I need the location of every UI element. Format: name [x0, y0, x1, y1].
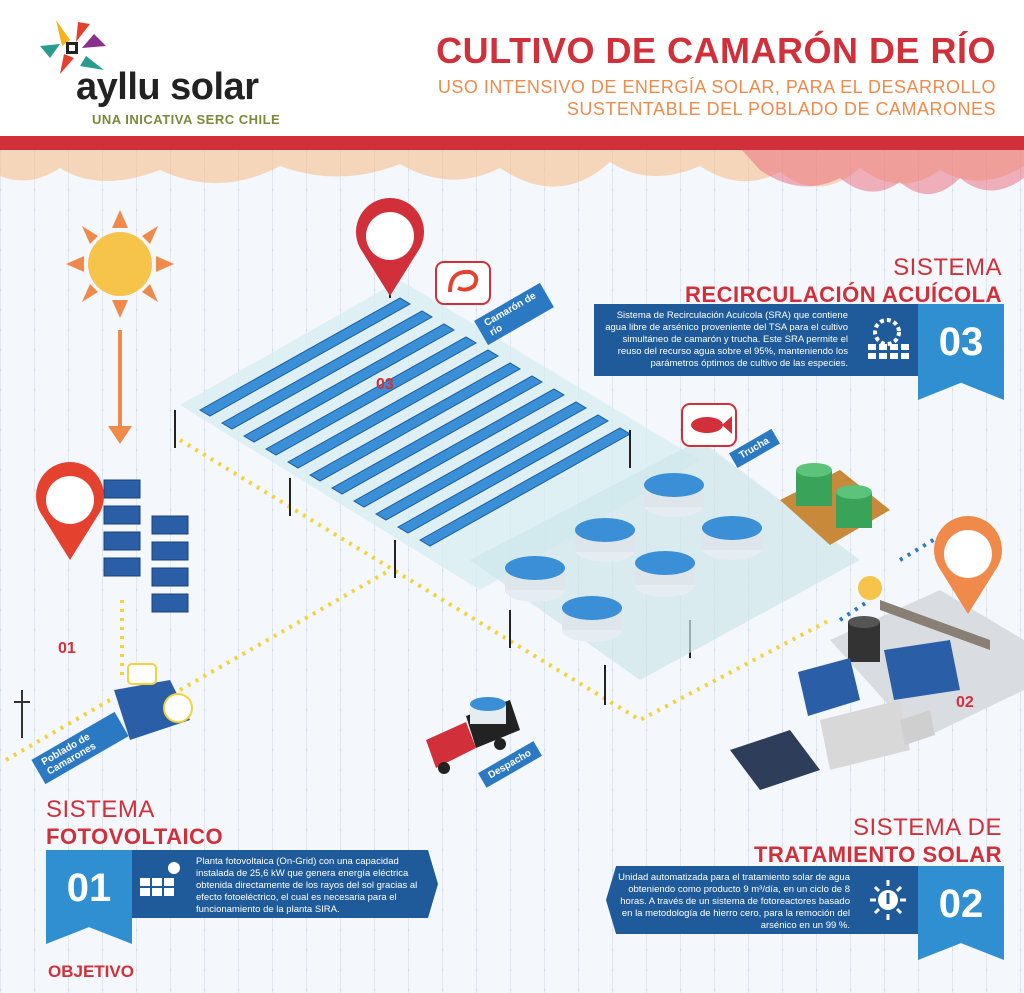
- subtitle-line-2: SUSTENTABLE DEL POBLADO DE CAMARONES: [566, 99, 996, 119]
- system-02-heading: SISTEMA DE TRATAMIENTO SOLAR: [754, 814, 1002, 868]
- energy-path: [5, 438, 831, 762]
- pin-03: [356, 198, 424, 296]
- subtitle-line-1: USO INTENSIVO DE ENERGÍA SOLAR, PARA EL …: [437, 77, 996, 97]
- warning-sun-icon: [858, 576, 882, 600]
- system-02-number: 02: [918, 866, 1004, 960]
- pin-02-label: 02: [956, 694, 974, 711]
- brand-tagline: UNA INICATIVA SERC CHILE: [92, 112, 281, 127]
- system-01-number: 01: [46, 850, 132, 944]
- sun-ray-arrowhead: [108, 426, 132, 444]
- solar-treatment-plant: [730, 576, 1024, 790]
- system-02-icon-box: [858, 866, 918, 934]
- page-title: CULTIVO DE CAMARÓN DE RÍO: [436, 30, 996, 71]
- system-02-title: TRATAMIENTO SOLAR: [753, 842, 1002, 867]
- system-02-light: SISTEMA DE: [852, 814, 1002, 841]
- fish-icon: [681, 403, 737, 447]
- power-pole-icon: [14, 690, 30, 738]
- system-03-heading: SISTEMA RECIRCULACIÓN ACUÍCOLA: [685, 254, 1002, 308]
- ayllu-logo-icon: [40, 20, 106, 74]
- brand-name: ayllu solar: [76, 66, 259, 108]
- isometric-illustration: [5, 198, 1024, 790]
- system-02-description: Unidad automatizada para el tratamiento …: [606, 866, 858, 934]
- village-house: [114, 663, 193, 740]
- trout-tanks: [470, 440, 860, 680]
- solar-panel-array: [103, 479, 189, 613]
- delivery-truck: [426, 697, 520, 774]
- sun-icon: [66, 210, 174, 318]
- page-subtitle: USO INTENSIVO DE ENERGÍA SOLAR, PARA EL …: [376, 76, 996, 120]
- system-01-title: FOTOVOLTAICO: [46, 824, 224, 849]
- system-01-description: Planta fotovoltaica (On-Grid) con una ca…: [188, 850, 438, 918]
- decorative-scallops: [0, 148, 1024, 195]
- shrimp-icon: [435, 261, 491, 305]
- water-storage-tanks: [780, 463, 890, 545]
- pin-02: [934, 516, 1003, 614]
- pin-01: [35, 462, 104, 560]
- system-03-light: SISTEMA: [893, 254, 1002, 281]
- system-03-icon-box: [856, 304, 918, 376]
- system-03-description: Sistema de Recirculación Acuícola (SRA) …: [594, 304, 856, 376]
- system-03-title: RECIRCULACIÓN ACUÍCOLA: [685, 282, 1002, 307]
- water-path: [838, 528, 1021, 692]
- pin-01-label: 01: [58, 640, 76, 657]
- system-01-icon-box: [132, 850, 188, 918]
- system-01-light: SISTEMA: [46, 796, 155, 823]
- header: ayllu solar UNA INICATIVA SERC CHILE CUL…: [0, 0, 1024, 138]
- solar-thermometer-icon: [870, 880, 906, 920]
- gear-grid-icon: [868, 318, 909, 359]
- pin-03-label: 03: [376, 376, 394, 393]
- header-red-band: [0, 136, 1024, 150]
- solar-panel-icon: [140, 862, 180, 896]
- objetivo-heading: OBJETIVO: [48, 962, 134, 981]
- system-01-heading: SISTEMA FOTOVOLTAICO: [46, 796, 223, 850]
